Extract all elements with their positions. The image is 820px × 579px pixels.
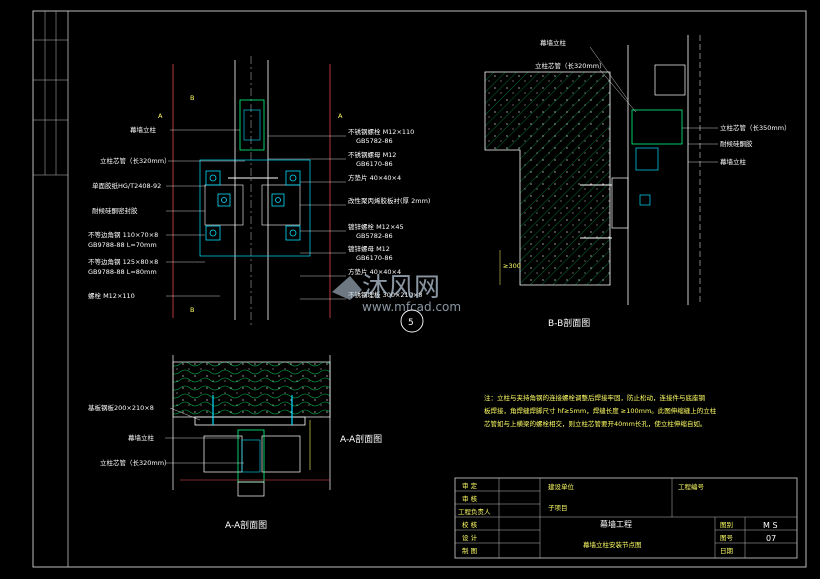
callout-label: 不锈钢螺栓 M12×110 (348, 127, 414, 136)
bolt-marks (205, 170, 301, 241)
callout-label: GB5782-86 (356, 232, 393, 240)
general-note: 注：立柱与夹持角钢的连接螺栓调整后焊接牢固，防止松动，连接件与底座钢 板焊接，角… (484, 393, 717, 428)
detail-number-circle (400, 309, 424, 333)
callout-label: 不等边角钢 125×80×8 (88, 257, 158, 266)
callout-label: 幕墙立柱 (130, 125, 157, 134)
tb-drawing-class: M S (763, 521, 778, 530)
callout-label: GB5782-86 (356, 137, 393, 145)
callout-label: 幕墙立柱 (128, 433, 155, 442)
watermark: 沐风网 www.mfcad.com (332, 273, 461, 314)
section-mark-a-left: A (158, 112, 163, 120)
bb-caption: B-B剖面图 (548, 317, 590, 329)
note-line: 芯管如与上横梁的螺栓相交，则立柱芯管要开40mm长孔，使立柱伸缩自如。 (484, 419, 706, 428)
callout-label: 耐候硅酮密封胶 (92, 206, 138, 215)
callout-label: 改性聚丙烯胶板衬(厚 2mm) (348, 196, 430, 205)
left-callouts: 幕墙立柱 立柱芯管（长320mm） 单面胶纸HG/T2408-92 耐候硅酮密封… (88, 125, 245, 300)
title-block: 审 定 审 核 工程负责人 校 核 设 计 制 图 建设单位 子项目 工程编号 … (454, 477, 798, 559)
detail-number: 5 (408, 318, 414, 328)
callout-label: 立柱芯管（长320mm） (535, 61, 606, 70)
callout-label: 立柱芯管（长350mm） (720, 123, 791, 132)
tb-no-label: 图号 (720, 534, 734, 542)
aa-caption-bottom: A-A剖面图 (225, 519, 267, 531)
tb-role: 校 核 (462, 520, 478, 529)
note-line: 板焊接，角焊缝焊脚尺寸 hf≥5mm，焊缝长度 ≥100mm。此图伸缩缝上的立柱 (484, 406, 717, 415)
callout-label: 幕墙立柱 (720, 157, 747, 166)
callout-label: 单面胶纸HG/T2408-92 (92, 181, 161, 190)
callout-label: 方垫片 40×40×4 (348, 267, 401, 276)
detail-top-elevation: A A B B 幕墙立柱 立柱芯管（长320mm） 单面胶纸HG/T2408-9… (88, 56, 430, 333)
detail-aa-section: 基板钢板200×210×8 幕墙立柱 立柱芯管（长320mm） A-A剖面图 A… (88, 355, 382, 531)
tb-role: 制 图 (462, 546, 477, 555)
callout-label: 幕墙立柱 (540, 38, 567, 47)
callout-label: 镀锌螺母 M12 (348, 244, 390, 253)
tb-role: 审 核 (462, 494, 478, 503)
section-mark-b-top: B (190, 94, 194, 102)
callout-label: 不等边角钢 110×70×8 (88, 230, 158, 239)
callout-label: GB9788-88 L=80mm (88, 268, 157, 276)
tb-construction-unit: 建设单位 (548, 482, 575, 491)
callout-label: 耐候硅酮胶 (720, 139, 753, 148)
tb-project-no: 工程编号 (678, 482, 705, 491)
section-mark-b-bottom: B (190, 306, 194, 314)
tb-drawing-no: 07 (766, 534, 776, 543)
callout-label: GB6170-86 (356, 254, 393, 262)
aa-caption-side: A-A剖面图 (340, 433, 382, 445)
tb-project-name: 幕墙工程 (600, 519, 632, 529)
right-callouts: 不锈钢螺栓 M12×110 GB5782-86 不锈钢螺母 M12 GB6170… (268, 127, 430, 300)
tb-class-label: 图别 (720, 520, 733, 529)
callout-label: GB9788-88 L=70mm (88, 241, 157, 249)
tb-sub-project: 子项目 (548, 504, 568, 512)
tb-role: 设 计 (462, 533, 478, 542)
callout-label: 基板钢板200×210×8 (88, 403, 154, 412)
tb-role: 审 定 (462, 481, 478, 490)
callout-label: 镀锌螺栓 M12×45 (348, 222, 404, 231)
note-line: 注：立柱与夹持角钢的连接螺栓调整后焊接牢固，防止松动，连接件与底座钢 (484, 393, 706, 402)
callout-label: 方垫片 40×40×4 (348, 173, 401, 182)
callout-label: 立柱芯管（长320mm） (100, 458, 171, 467)
callout-label: 螺栓 M12×110 (88, 291, 135, 300)
callout-label: GB6170-86 (356, 160, 393, 168)
callout-label: 立柱芯管（长320mm） (100, 156, 171, 165)
tb-role: 工程负责人 (458, 507, 491, 516)
bb-dimension: ≥300 (503, 262, 521, 270)
tb-drawing-title: 幕墙立柱安装节点图 (583, 540, 642, 549)
section-mark-a-right: A (338, 112, 343, 120)
callout-label: 不锈钢螺母 M12 (348, 150, 396, 159)
tb-date-label: 日期 (720, 547, 734, 555)
watermark-url: www.mfcad.com (362, 300, 461, 314)
watermark-brand: 沐风网 (362, 273, 440, 303)
detail-bb-section: ≥300 幕墙立柱 立柱芯管（长320mm） 立柱芯管（长350mm） 耐候硅酮… (484, 35, 791, 329)
drawing-frame (32, 10, 807, 568)
watermark-logo-icon (332, 276, 362, 300)
callout-label: 不锈钢埋板 300×210×8 (348, 290, 422, 299)
